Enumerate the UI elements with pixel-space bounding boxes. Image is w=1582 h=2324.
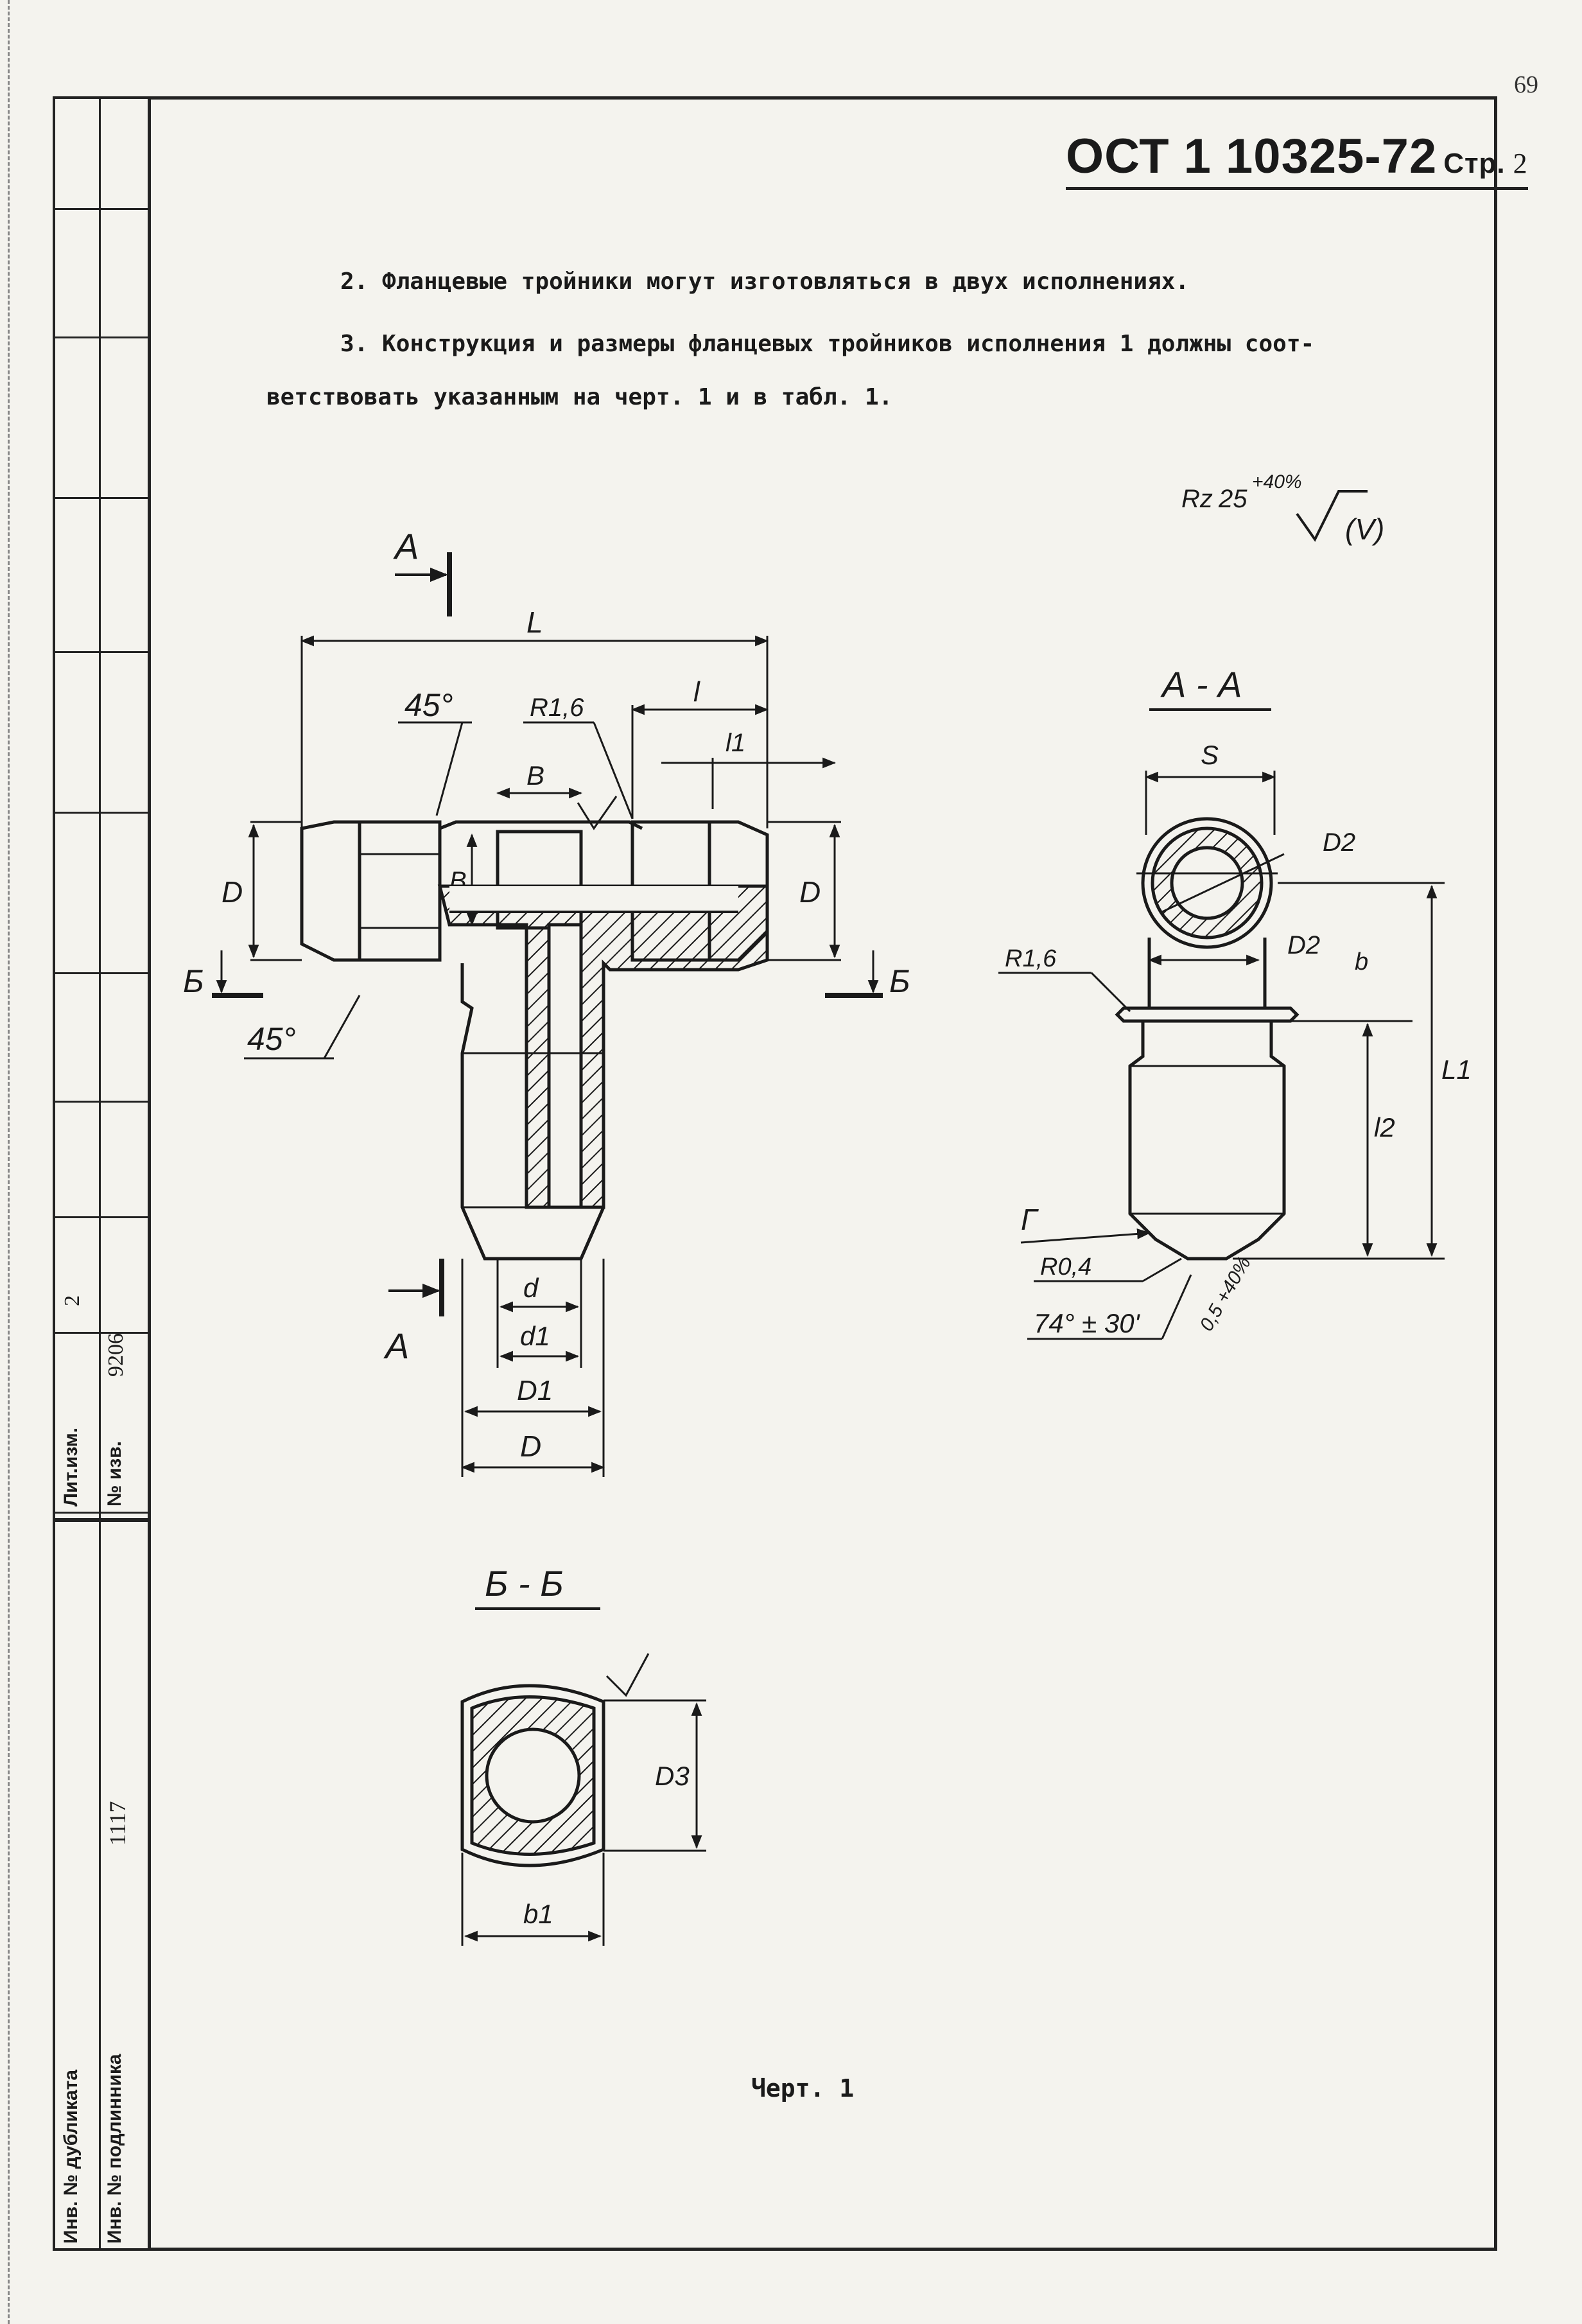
section-marker-bottom: А (383, 1325, 409, 1366)
radius-label: R1,6 (530, 694, 584, 722)
figure-caption: Черт. 1 (751, 2074, 855, 2102)
paragraph-2: 2. Фланцевые тройники могут изготовлятьс… (340, 268, 1190, 295)
dim-D-left: D (222, 875, 243, 909)
dim-l1: l1 (726, 729, 745, 757)
dim-l: l (693, 676, 700, 708)
angle-bottom: 45° (247, 1021, 296, 1057)
strip-divider (55, 336, 148, 338)
roughness-symbol: Rz 25 +40% (V) (1181, 471, 1384, 546)
page-cut-edge (8, 0, 10, 2324)
radius-label-aa: R1,6 (1005, 945, 1057, 972)
angle-top: 45° (404, 687, 453, 723)
cut-marker-right: Б (889, 963, 910, 999)
strip-divider (55, 208, 148, 210)
dim-d1: d1 (520, 1321, 550, 1351)
main-view: А L l l1 45° 45° R1,6 B (183, 526, 910, 1477)
page-value: 2 (1513, 148, 1528, 179)
section-aa-view: А - А S D2 D2 R1,6 b L1 l2 Г (998, 664, 1472, 1340)
strip-divider (55, 1512, 148, 1514)
section-bb-title: Б - Б (485, 1563, 564, 1603)
roughness-value: 25 (1218, 485, 1247, 513)
dim-D3: D3 (655, 1761, 690, 1791)
dim-b1: b1 (523, 1899, 553, 1929)
section-aa-title: А - А (1160, 664, 1242, 704)
angle-tip: 74° ± 30' (1034, 1308, 1141, 1338)
cut-marker-left: Б (183, 963, 204, 999)
dim-d: d (523, 1273, 539, 1303)
strip-divider (55, 1332, 148, 1334)
dim-L1: L1 (1441, 1054, 1472, 1085)
dim-D-right: D (799, 875, 821, 909)
dim-D2-mid: D2 (1287, 931, 1320, 959)
section-bb-view: Б - Б D3 b1 (460, 1563, 706, 1946)
archive-page-number: 69 (1514, 71, 1538, 98)
radius-tip: R0,4 (1040, 1254, 1091, 1280)
roughness-prefix: Rz (1181, 485, 1213, 513)
left-stamp-strip: Лит.изм. 2 № изв. 9206 Инв. № дубликата … (53, 96, 148, 2251)
label-G: Г (1021, 1203, 1039, 1236)
dim-D1: D1 (517, 1375, 553, 1406)
strip-divider (55, 1216, 148, 1218)
dim-D-bottom: D (520, 1429, 541, 1463)
page-label: Стр. (1443, 148, 1506, 179)
paragraph-3-line-2: ветствовать указанным на черт. 1 и в таб… (266, 384, 893, 410)
dim-D2-top: D2 (1323, 828, 1355, 857)
strip-divider (99, 99, 101, 2248)
strip-divider (55, 812, 148, 814)
dim-S: S (1201, 740, 1219, 770)
strip-divider (55, 497, 148, 499)
document-number: ОСТ 1 10325-72 (1066, 129, 1438, 184)
roughness-tip: 0,5 +40% (1195, 1253, 1255, 1334)
section-marker-top: А (393, 526, 419, 566)
roughness-suffix: (V) (1345, 512, 1384, 546)
dim-l2: l2 (1374, 1112, 1395, 1142)
strip-divider (55, 651, 148, 653)
strip-divider (55, 1101, 148, 1103)
paragraph-3-line-1: 3. Конструкция и размеры фланцевых тройн… (340, 331, 1315, 357)
dim-b: b (1355, 948, 1368, 975)
roughness-tolerance: +40% (1252, 471, 1302, 493)
strip-divider (55, 1518, 148, 1522)
dim-B-top: B (526, 760, 544, 791)
dim-L: L (526, 606, 543, 639)
drawing-frame (148, 96, 1497, 2251)
strip-divider (55, 972, 148, 974)
